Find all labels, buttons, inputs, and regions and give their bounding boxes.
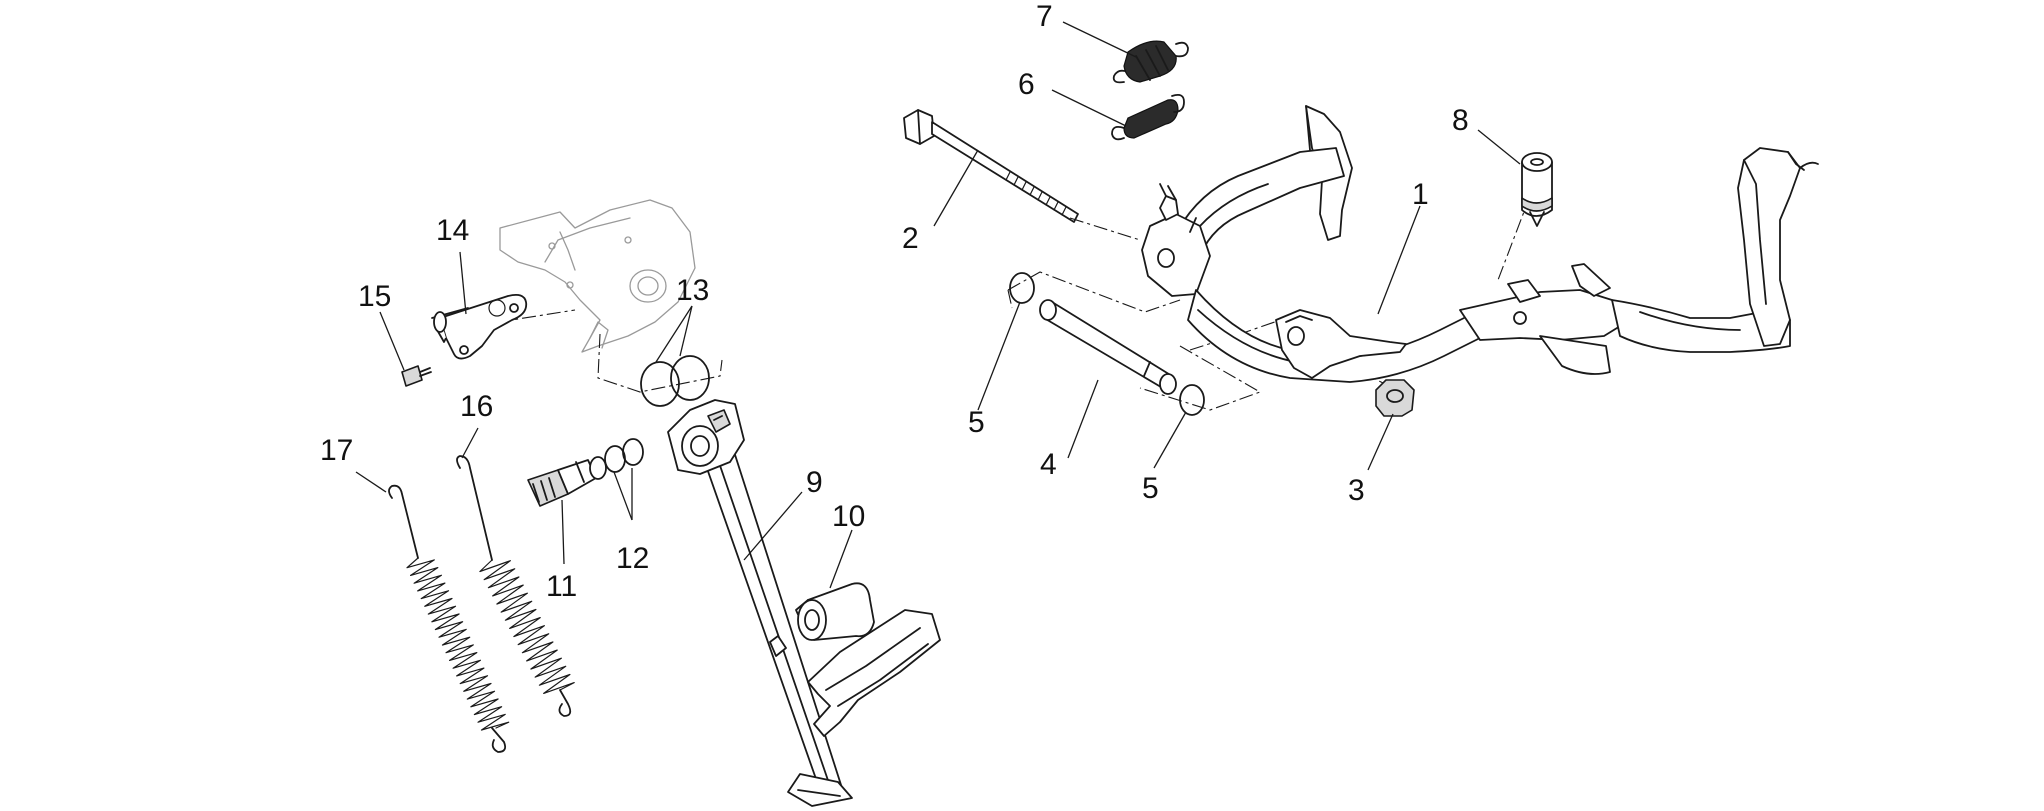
callout-2: 2 <box>902 222 919 255</box>
part-8-bumper <box>1521 152 1553 227</box>
part-13-rings <box>640 355 710 407</box>
callout-3: 3 <box>1348 474 1365 507</box>
assembly-lines-right <box>1007 195 1531 411</box>
callout-5-right: 5 <box>1142 472 1159 505</box>
part-7-spring <box>1112 40 1189 84</box>
callout-13: 13 <box>676 274 709 307</box>
callout-8: 8 <box>1452 104 1469 137</box>
callout-16: 16 <box>460 390 493 423</box>
part-14-plate <box>431 293 528 360</box>
part-10-bumper <box>797 582 875 641</box>
callout-10: 10 <box>832 500 865 533</box>
callout-1: 1 <box>1412 178 1429 211</box>
callout-labels: 7 6 8 1 2 3 4 5 5 9 10 11 12 13 14 15 16… <box>320 0 1469 603</box>
part-12-rings <box>604 438 644 473</box>
part-15-screw <box>401 365 432 387</box>
part-17-spring <box>388 484 510 753</box>
part-1-center-stand <box>1141 105 1819 383</box>
part-2-bolt <box>903 109 1079 223</box>
frame-bracket-ghost <box>499 199 696 353</box>
callout-15: 15 <box>358 280 391 313</box>
callout-5-left: 5 <box>968 406 985 439</box>
part-5-circlip-right <box>1179 384 1205 416</box>
assembly-lines-left <box>447 309 723 393</box>
callout-9: 9 <box>806 466 823 499</box>
part-9-side-stand <box>667 399 941 807</box>
callout-17: 17 <box>320 434 353 467</box>
part-11-pivot-pin <box>527 456 607 507</box>
callout-14: 14 <box>436 214 469 247</box>
callout-4: 4 <box>1040 448 1057 481</box>
part-3-nut <box>1375 379 1415 417</box>
callout-6: 6 <box>1018 68 1035 101</box>
part-4-shaft <box>1039 299 1177 395</box>
leader-lines <box>355 21 1521 589</box>
part-6-spring <box>1111 93 1185 141</box>
callout-12: 12 <box>616 542 649 575</box>
part-16-spring <box>456 455 575 717</box>
callout-7: 7 <box>1036 0 1053 33</box>
callout-11: 11 <box>546 570 577 603</box>
part-5-circlip-left <box>1009 272 1035 304</box>
